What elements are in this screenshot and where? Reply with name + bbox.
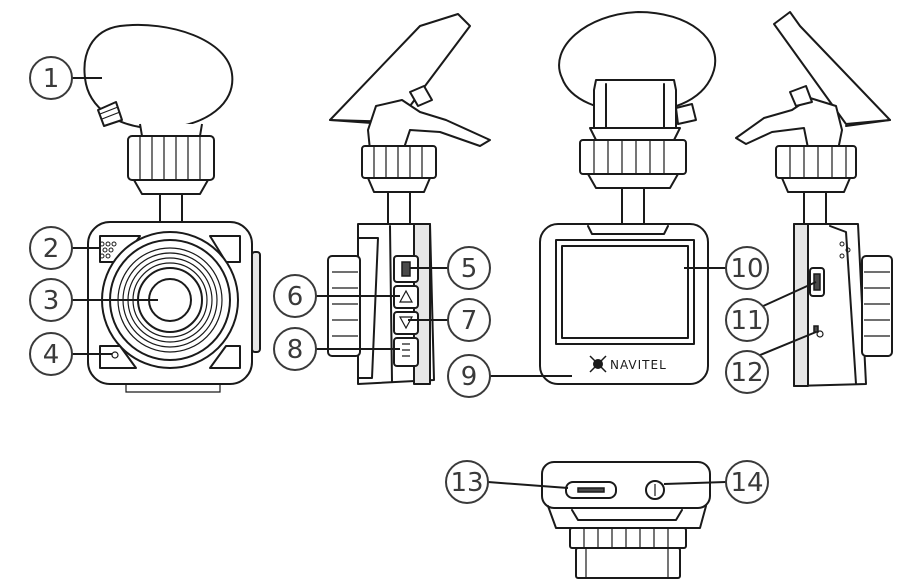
- back-view: NAVITEL: [539, 11, 717, 385]
- callout-2: 2: [29, 226, 73, 270]
- callout-7: 7: [447, 298, 491, 342]
- callout-1: 1: [29, 56, 73, 100]
- navitel-logo: NAVITEL: [589, 355, 667, 373]
- svg-text:8: 8: [287, 335, 304, 365]
- svg-text:9: 9: [461, 362, 478, 392]
- svg-text:10: 10: [730, 254, 763, 284]
- bottom-view: [541, 461, 711, 579]
- up-arrow-icon: [398, 289, 414, 303]
- callout-4: 4: [29, 332, 73, 376]
- down-button[interactable]: [393, 311, 419, 335]
- mount-knob: [127, 135, 215, 181]
- svg-text:1: 1: [43, 64, 60, 94]
- svg-text:7: 7: [461, 306, 478, 336]
- callout-5: 5: [447, 246, 491, 290]
- front-view: [83, 24, 261, 393]
- svg-text:3: 3: [43, 286, 60, 316]
- speaker-holes: [99, 241, 117, 259]
- lcd-screen: [555, 239, 695, 345]
- camera-lens: [101, 231, 239, 369]
- svg-text:13: 13: [450, 468, 483, 498]
- ok-button[interactable]: [393, 337, 419, 367]
- callout-6: 6: [273, 274, 317, 318]
- callout-10: 10: [725, 246, 769, 290]
- callout-11: 11: [725, 298, 769, 342]
- callout-8: 8: [273, 327, 317, 371]
- right-side-view: [735, 11, 893, 387]
- left-side-view: [327, 13, 491, 385]
- svg-text:14: 14: [730, 468, 763, 498]
- svg-text:11: 11: [730, 306, 763, 336]
- callout-12: 12: [725, 350, 769, 394]
- callout-14: 14: [725, 460, 769, 504]
- callouts: 1 2 3 4 5 6 7 8 9 10 11 12 13 14: [29, 56, 769, 504]
- callout-3: 3: [29, 278, 73, 322]
- svg-text:5: 5: [461, 254, 478, 284]
- svg-text:NAVITEL: NAVITEL: [610, 358, 667, 372]
- callout-13: 13: [445, 460, 489, 504]
- svg-text:2: 2: [43, 234, 60, 264]
- svg-text:6: 6: [287, 282, 304, 312]
- svg-text:12: 12: [730, 358, 763, 388]
- down-arrow-icon: [398, 316, 414, 330]
- callout-9: 9: [447, 354, 491, 398]
- reset-hole: [816, 330, 824, 338]
- leader-lines: [72, 77, 817, 489]
- svg-text:4: 4: [43, 340, 60, 370]
